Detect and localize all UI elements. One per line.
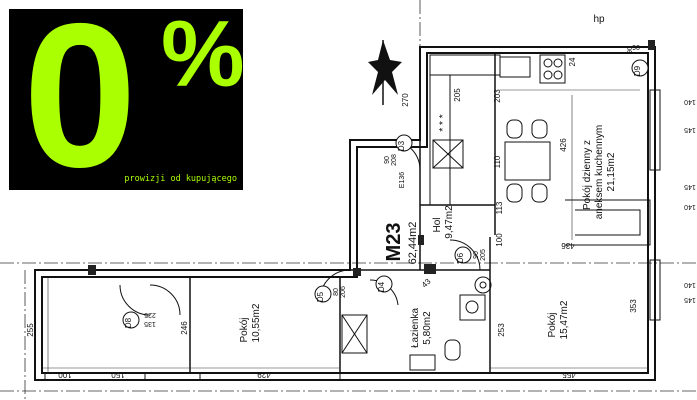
counter-marks: * * * [438, 114, 449, 131]
dim-terrace-w2: 100 [58, 370, 72, 379]
dim-hall-h: 100 [495, 233, 504, 247]
sofa [565, 199, 651, 246]
dim-kitchen-s: 24 [568, 57, 577, 66]
dim-d5a: 80 [333, 288, 340, 296]
wall-hatches [88, 40, 655, 276]
dim-win-2: 140 [684, 203, 696, 210]
room-bath-name: Łazienka [410, 308, 421, 348]
dim-kitchen-w2: 203 [493, 89, 502, 103]
dim-d6b: 205 [480, 249, 487, 261]
room-bath-area: 5,80m2 [422, 311, 433, 345]
room-bed1-name: Pokój [239, 317, 250, 342]
room-bed1-area: 10,55m2 [251, 303, 262, 342]
dim-col-h: 110 [493, 155, 502, 168]
dim-win-1: 140 [684, 98, 696, 105]
door-tag-d8-ring [122, 311, 140, 329]
windows [44, 89, 661, 381]
unit-code: M23 [383, 223, 405, 262]
dim-terrace-h2: 246 [180, 321, 189, 335]
dim-living-h: 426 [559, 138, 568, 152]
door-tag-d3: D3 [397, 140, 406, 151]
north-arrow-icon [368, 40, 402, 105]
door-tag-d5: D5 [316, 291, 325, 302]
dim-hall-w: 113 [495, 201, 504, 214]
promo-note: prowizji od kupującego [124, 174, 237, 184]
dim-side-1: 145 [684, 126, 696, 133]
dimension-lines [42, 89, 648, 373]
room-hall-name: Hol [432, 217, 443, 232]
unit-area: 62,44m2 [407, 222, 419, 265]
dim-terrace-h: 255 [26, 323, 35, 337]
dim-d8a: 135 [144, 320, 156, 327]
dim-terrace-w: 150 [111, 370, 125, 379]
dim-d5b: 206 [340, 286, 347, 298]
commission-promo-banner: 0 % prowizji od kupującego [9, 9, 243, 190]
dim-d8b: 225 [144, 311, 156, 318]
dim-d3b: 208 [391, 154, 398, 166]
kitchen-counter [429, 54, 566, 206]
dim-d6a: 90 [473, 251, 480, 259]
dim-side-2: 145 [684, 183, 696, 190]
dim-d3a: 90 [384, 156, 391, 164]
dim-d9: 90 [627, 46, 634, 54]
dim-living-h2: 436 [561, 241, 575, 250]
door-tag-d4: D4 [377, 281, 386, 292]
code-e136: E136 [399, 172, 406, 188]
interior-walls [189, 53, 496, 373]
room-living-line2: aneksem kuchennym [594, 125, 605, 220]
dim-corner: 90 [632, 45, 640, 52]
dim-room-h2: 253 [497, 323, 506, 337]
door-tag-d5-ring [314, 285, 332, 303]
dim-room-h: 353 [629, 299, 638, 313]
dim-side-3: 145 [684, 296, 696, 303]
room-hall-area: 9,47m2 [444, 205, 455, 239]
room-bed2-name: Pokój [547, 312, 558, 337]
door-tag-d9-ring [631, 59, 649, 77]
room-living-area: 21,15m2 [606, 152, 617, 191]
room-living-name: Pokój dzienny z [582, 140, 593, 210]
door-tag-d4-ring [375, 275, 393, 293]
door-tag-d8: D8 [124, 317, 133, 328]
dining-set [504, 119, 551, 203]
door-tag-d3-ring [395, 134, 413, 152]
dim-bath: 43 [420, 277, 433, 290]
door-tag-d6-ring [454, 246, 472, 264]
bathroom-fixtures [341, 276, 492, 371]
door-tag-d9: D9 [633, 65, 642, 76]
dim-room-w: 429 [257, 370, 271, 379]
promo-percent-sign: % [161, 9, 243, 106]
dim-kitchen-w: 270 [401, 93, 410, 107]
room-bed2-area: 15,47m2 [559, 300, 570, 339]
dim-kitchen-h: 205 [453, 88, 462, 102]
door-tag-d6: D6 [456, 252, 465, 263]
hp-tag: hp [593, 14, 605, 25]
dim-win-3: 140 [684, 281, 696, 288]
dim-room-w2: 455 [562, 370, 576, 379]
promo-zero-figure: 0 [23, 9, 137, 190]
